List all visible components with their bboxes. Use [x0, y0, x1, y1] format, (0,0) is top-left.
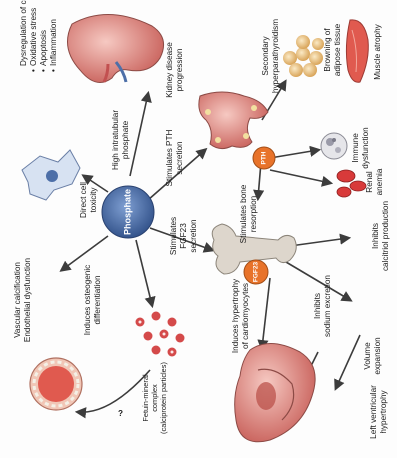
volume-block: Volume expansion: [363, 337, 382, 375]
damaged-cell-illustration: [22, 150, 80, 200]
renal-anemia-block: Renal anemia: [365, 168, 384, 195]
calcitriol-block: Inhibits calcitriol production: [371, 201, 390, 272]
arrow-to-immune: [270, 150, 318, 158]
immune-text-1: Immune: [351, 133, 360, 163]
vascular-text-2: Endothelial dysfunction: [23, 257, 32, 342]
fgf23-badge: FGF23: [244, 260, 268, 284]
stim-fgf23-text-3: secretion: [189, 219, 198, 253]
bone-resorption-text-2: resorption: [249, 195, 258, 232]
cell-signaling-block: Dysregulation of cell signaling Oxidativ…: [19, 0, 58, 72]
intratubular-block: High intratubular phosphate: [111, 110, 130, 170]
cardiomyocyte-text-2: of cardiomyocytes: [241, 283, 250, 349]
lvh-text-2: hypertrophy: [379, 389, 388, 433]
sodium-text-2: sodium excretion: [323, 275, 332, 337]
osteogenic-text-2: differentiation: [93, 275, 102, 324]
arrow-to-volume: [336, 335, 360, 388]
bullet-apoptosis-icon: •: [39, 69, 48, 72]
inflammation-text: Inflammation: [49, 19, 58, 66]
adipose-illustration: [283, 35, 324, 77]
heart-illustration: [235, 343, 315, 441]
browning-text-2: adipose tissue: [333, 23, 342, 76]
phosphate-node: Phosphate: [102, 186, 154, 238]
browning-text-1: Browning of: [323, 28, 332, 72]
direct-toxicity-text-2: toxicity: [89, 187, 98, 213]
secondary-hpt-block: Secondary hyperparathyroidism: [261, 19, 280, 93]
fetuin-text-1: Fetuin-mineral: [141, 374, 150, 422]
arrow-to-hypertrophy: [262, 278, 270, 348]
bullet-oxidative-icon: •: [29, 69, 38, 72]
calcitriol-text-2: calcitriol production: [381, 201, 390, 272]
kidney-illustration: [68, 14, 164, 82]
parathyroid-illustration: [199, 92, 268, 149]
calcitriol-text-1: Inhibits: [371, 223, 380, 249]
muscle-atrophy-block: Muscle atrophy: [373, 23, 382, 79]
stim-fgf23-text-1: Stimulates: [169, 217, 178, 255]
immune-text-2: dysfunction: [361, 127, 370, 169]
renal-anemia-text-2: anemia: [375, 168, 384, 195]
fetuin-text-3: (calciprotein particles): [159, 362, 168, 434]
sodium-text-1: Inhibits: [313, 293, 322, 319]
vascular-text-1: Vascular calcification: [13, 262, 22, 338]
osteogenic-text-1: Induces osteogenic: [83, 265, 92, 336]
fetuin-block: Fetuin-mineral complex (calciprotein par…: [141, 362, 168, 434]
sodium-block: Inhibits sodium excretion: [313, 275, 332, 337]
lvh-text-1: Left ventricular: [369, 385, 378, 439]
arrow-to-fetuin: [136, 240, 152, 305]
fetuin-text-2: complex: [150, 384, 159, 412]
stim-fgf23-text-2: FGF23: [179, 223, 188, 249]
red-blood-cells-illustration: [337, 170, 366, 197]
kidney-disease-text-2: progression: [175, 48, 184, 91]
arrow-to-kidney: [130, 94, 148, 176]
intratubular-text-2: phosphate: [121, 120, 130, 159]
bone-resorption-block: Stimulates bone resorption: [239, 184, 258, 243]
question-mark: ?: [118, 409, 123, 418]
volume-text-1: Volume: [363, 342, 372, 370]
immune-cell-illustration: [321, 133, 347, 159]
muscle-illustration: [346, 20, 368, 82]
kidney-disease-text-1: Kidney disease: [165, 42, 174, 98]
arrow-fetuin-to-vessel: [78, 370, 150, 412]
stim-pth-text-1: Stimulates PTH: [165, 129, 174, 186]
vascular-block: Vascular calcification Endothelial dysfu…: [13, 257, 32, 342]
calciprotein-particles-illustration: [136, 312, 185, 357]
immune-block: Immune dysfunction: [351, 127, 370, 169]
kidney-disease-block: Kidney disease progression: [165, 42, 184, 98]
stim-pth-block: Stimulates PTH secretion: [165, 129, 184, 186]
direct-toxicity-block: Direct cell toxicity: [79, 182, 98, 218]
secondary-hpt-text-2: hyperparathyroidism: [271, 19, 280, 93]
stim-pth-text-2: secretion: [175, 141, 184, 175]
apoptosis-text: Apoptosis: [39, 30, 48, 66]
stim-fgf23-block: Stimulates FGF23 secretion: [169, 217, 198, 255]
browning-block: Browning of adipose tissue: [323, 23, 342, 76]
cardiomyocyte-text-1: Induces hypertrophy: [231, 278, 240, 353]
osteogenic-block: Induces osteogenic differentiation: [83, 265, 102, 336]
bullet-inflammation-icon: •: [49, 69, 58, 72]
renal-anemia-text-1: Renal: [365, 171, 374, 193]
cell-signaling-text: Dysregulation of cell signaling: [19, 0, 28, 66]
pth-badge-label: PTH: [261, 151, 268, 164]
oxidative-stress-text: Oxidative stress: [29, 8, 38, 66]
vessel-illustration: [30, 358, 82, 410]
direct-toxicity-text-1: Direct cell: [79, 182, 88, 218]
intratubular-text-1: High intratubular: [111, 110, 120, 170]
volume-text-2: expansion: [373, 337, 382, 375]
secondary-hpt-text-1: Secondary: [261, 36, 270, 76]
bone-resorption-text-1: Stimulates bone: [239, 184, 248, 243]
cardiomyocyte-block: Induces hypertrophy of cardiomyocytes: [231, 278, 250, 353]
pth-badge: PTH: [253, 147, 275, 169]
arrow-to-anemia: [270, 170, 330, 183]
muscle-atrophy-text: Muscle atrophy: [373, 23, 382, 79]
arrow-to-calcitriol: [290, 238, 348, 246]
lvh-block: Left ventricular hypertrophy: [369, 385, 388, 439]
phosphate-label: Phosphate: [122, 189, 132, 235]
fgf23-badge-label: FGF23: [253, 262, 260, 283]
